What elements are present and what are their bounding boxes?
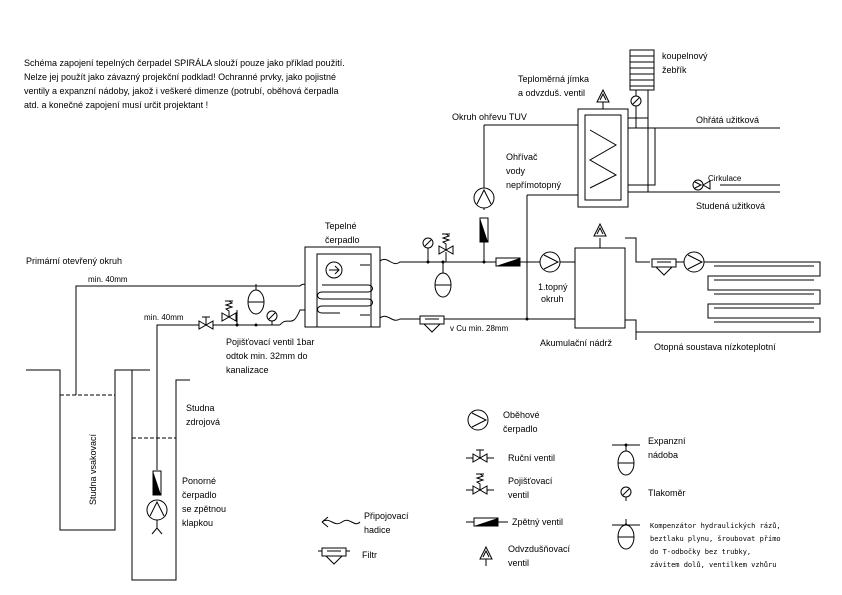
legend-expansion-label-2: nádoba: [648, 450, 678, 460]
legend-safety-valve-label-1: Pojišťovací: [508, 476, 553, 486]
heat-pump-label-1: Tepelné: [325, 221, 357, 231]
primary-safety-valve-icon: [221, 300, 237, 322]
primary-compensator-icon: [247, 283, 265, 315]
source-well-label-1: Studna: [186, 403, 215, 413]
legend-filter-icon: [321, 547, 347, 565]
legend-hose-label-2: hadice: [364, 525, 391, 535]
return-filter-icon: [419, 315, 445, 333]
note-line-3: ventily a expanzní nádoby, jakož i veške…: [24, 86, 339, 96]
legend-compensator-label-1: Kompenzátor hydraulických rázů,: [650, 522, 781, 530]
legend-pump-icon: [467, 409, 489, 431]
water-heater: Ohřívač vody nepřímotopný Teploměrná jím…: [506, 74, 629, 208]
bathroom-radiator: koupelnový žebřík: [629, 49, 708, 118]
submersible-label-4: klapkou: [182, 518, 213, 528]
submersible-pump-icon: [146, 499, 168, 521]
cold-water-label: Studená užitková: [696, 201, 765, 211]
radiator-label-2: žebřík: [662, 65, 687, 75]
legend-compensator-label-2: beztlaku plynu, šroubovat přímo: [650, 535, 781, 543]
legend-expansion-label-1: Expanzní: [648, 436, 686, 446]
heater-label-1: Ohřívač: [506, 152, 538, 162]
legend-manual-valve-icon: [472, 449, 488, 463]
note-line-1: Schéma zapojení tepelných čerpadel SPIRÁ…: [24, 58, 345, 68]
submersible-check-valve-icon: [152, 470, 162, 496]
tuv-circuit-label: Okruh ohřevu TUV: [452, 112, 527, 122]
safety-valve-note-1: Pojišťovací ventil 1bar: [226, 337, 314, 347]
water-heater-box: [577, 108, 629, 208]
legend: Oběhové čerpadlo Ruční ventil Pojišťovac…: [318, 409, 781, 569]
submersible-label-1: Ponorné: [182, 476, 216, 486]
heating-safety-valve-icon: [438, 233, 454, 255]
note-line-2: Nelze jej použít jako závazný projekční …: [24, 72, 336, 82]
floor-heating-pump-icon: [683, 251, 705, 273]
legend-check-valve-label: Zpětný ventil: [512, 517, 563, 527]
legend-hose-label-1: Připojovací: [364, 511, 409, 521]
tuv-circuit-pump-icon: [473, 187, 495, 209]
primary-manual-valve-icon: [198, 316, 214, 330]
min-40mm-lower: min. 40mm: [144, 313, 184, 322]
tank-air-vent-icon: [593, 223, 607, 237]
heater-label-2: vody: [506, 166, 526, 176]
primary-pressure-gauge-icon: [266, 310, 278, 326]
submersible-pump: Ponorné čerpadlo se zpětnou klapkou: [146, 470, 226, 535]
legend-pressure-gauge-icon: [620, 486, 632, 502]
heating-circuit-1-label-2: okruh: [541, 294, 564, 304]
dhw-pipes: Ohřátá užitková Cirkulace Studená užitko…: [628, 108, 780, 211]
heating-expansion-vessel-icon: [434, 266, 452, 298]
floor-heating-filter-icon: [651, 258, 677, 276]
copper-pipe-label: v Cu min. 28mm: [450, 324, 509, 333]
submersible-label-3: se zpětnou: [182, 504, 226, 514]
floor-heating-label: Otopná soustava nízkoteplotní: [654, 342, 776, 352]
legend-manual-valve-label: Ruční ventil: [508, 453, 555, 463]
radiator-label-1: koupelnový: [662, 51, 708, 61]
infiltration-well-label: Studna vsakovací: [88, 433, 98, 505]
legend-compensator-label-4: závitem dolů, ventilkem vzhůru: [650, 561, 776, 569]
note-line-4: atd. a konečné zapojení musí určit proje…: [24, 100, 208, 110]
legend-filter-label: Filtr: [362, 550, 377, 560]
heater-label-3: nepřímotopný: [506, 180, 562, 190]
legend-pressure-gauge-label: Tlakoměr: [648, 488, 686, 498]
sensor-well-label-1: Teploměrná jímka: [518, 74, 589, 84]
tuv-check-valve-icon: [479, 217, 489, 243]
safety-valve-note-2: odtok min. 32mm do: [226, 351, 308, 361]
radiator-gauge-icon: [630, 95, 642, 111]
disclaimer-note: Schéma zapojení tepelných čerpadel SPIRÁ…: [24, 58, 345, 110]
submersible-label-2: čerpadlo: [182, 490, 217, 500]
primary-circuit-label: Primární otevřený okruh: [26, 256, 122, 266]
heating-circuit-1-label-1: 1.topný: [538, 282, 568, 292]
accumulation-tank: Akumulační nádrž: [540, 237, 650, 348]
accumulation-tank-box: [574, 247, 626, 329]
heating-pressure-gauge-icon: [422, 237, 434, 253]
heater-air-vent-icon: [596, 89, 610, 103]
floor-heating: Otopná soustava nízkoteplotní: [636, 251, 821, 352]
accumulation-tank-label: Akumulační nádrž: [540, 338, 613, 348]
safety-valve-note-3: kanalizace: [226, 365, 269, 375]
legend-compensator-icon: [617, 518, 635, 550]
legend-air-vent-label-1: Odvzdušňovací: [508, 544, 571, 554]
legend-expansion-icon: [617, 444, 635, 476]
legend-pump-label-1: Oběhové: [503, 410, 540, 420]
heating-check-valve-icon: [495, 257, 521, 267]
legend-air-vent-label-2: ventil: [508, 558, 529, 568]
sensor-well-label-2: a odvzduš. ventil: [518, 88, 585, 98]
legend-hose-icon: [321, 516, 361, 528]
legend-check-valve-icon: [473, 517, 499, 527]
legend-safety-valve-label-2: ventil: [508, 490, 529, 500]
source-well-label-2: zdrojová: [186, 417, 220, 427]
infiltration-well: Studna vsakovací: [26, 369, 150, 531]
source-well: Studna zdrojová: [115, 369, 220, 581]
hot-water-label: Ohřátá užitková: [696, 115, 759, 125]
legend-safety-valve-icon: [472, 473, 488, 495]
min-40mm-upper: min. 40mm: [88, 275, 128, 284]
heat-pump: Tepelné čerpadlo: [304, 221, 381, 328]
circulation-pump: [692, 179, 711, 191]
heat-pump-label-2: čerpadlo: [325, 235, 360, 245]
legend-compensator-label-3: do T-odbočky bez trubky,: [650, 548, 751, 556]
legend-pump-label-2: čerpadlo: [503, 424, 538, 434]
legend-air-vent-icon: [479, 546, 493, 560]
heating-circuit-1-pump-icon: [539, 251, 561, 273]
circulation-label: Cirkulace: [708, 174, 742, 183]
